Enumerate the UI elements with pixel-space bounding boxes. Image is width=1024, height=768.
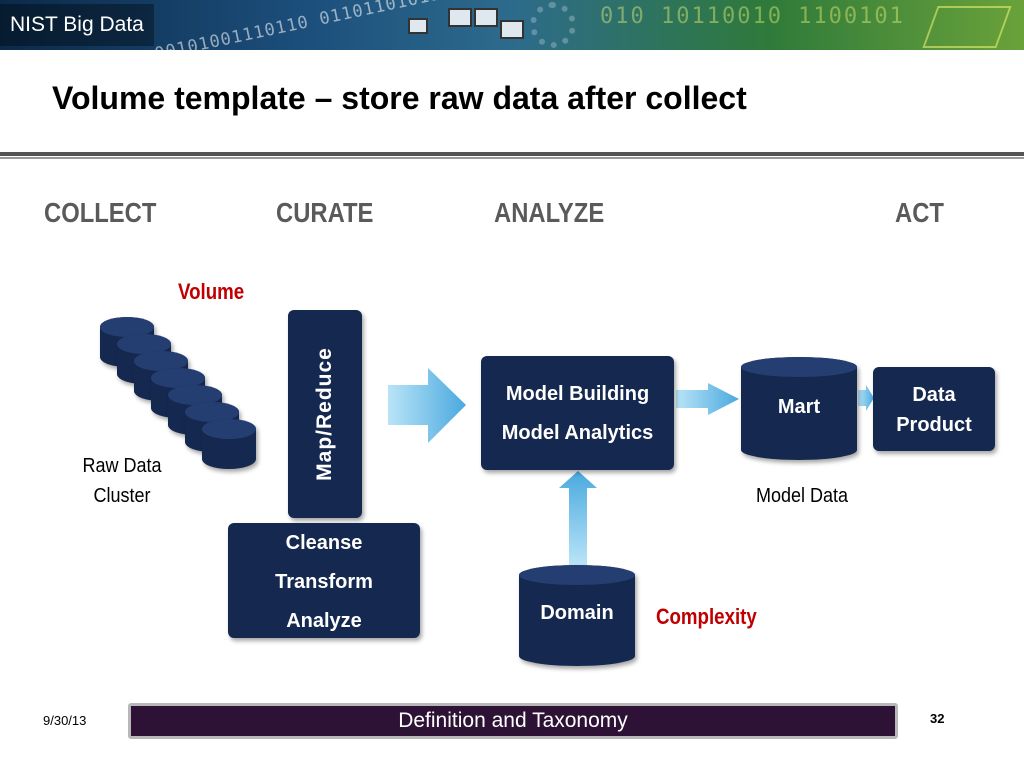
stage-act: ACT bbox=[895, 197, 944, 228]
transform-label: Transform bbox=[275, 571, 373, 593]
complexity-label: Complexity bbox=[656, 604, 757, 629]
model-analytics-label: Model Analytics bbox=[501, 422, 654, 444]
raw-data-cylinder bbox=[202, 419, 256, 469]
nist-big-data-logo: NIST Big Data bbox=[0, 4, 154, 46]
map-reduce-box: Map/Reduce bbox=[288, 310, 362, 518]
footer-date: 9/30/13 bbox=[43, 713, 87, 728]
map-reduce-label: Map/Reduce bbox=[313, 347, 336, 481]
stage-collect: COLLECT bbox=[44, 197, 157, 228]
mart-cylinder: Mart bbox=[741, 357, 857, 460]
arrow-to-data-product bbox=[858, 385, 874, 411]
page-number: 32 bbox=[930, 711, 945, 726]
footer-title-bar: Definition and Taxonomy bbox=[128, 703, 898, 739]
stage-curate: CURATE bbox=[276, 197, 374, 228]
arrow-domain-to-model bbox=[559, 471, 597, 565]
model-box: Model Building Model Analytics bbox=[481, 356, 674, 470]
cluster-line: Cluster bbox=[93, 485, 151, 507]
gear-icon bbox=[530, 2, 576, 48]
title-divider bbox=[0, 152, 1024, 156]
cleanse-label: Cleanse bbox=[285, 532, 363, 554]
stage-analyze: ANALYZE bbox=[494, 197, 605, 228]
computer-icon bbox=[448, 8, 472, 27]
arrow-to-model bbox=[388, 368, 466, 443]
analyze-label: Analyze bbox=[286, 610, 362, 632]
mart-label: Mart bbox=[777, 396, 821, 418]
domain-label: Domain bbox=[540, 602, 614, 624]
model-building-label: Model Building bbox=[505, 383, 650, 405]
domain-cylinder: Domain bbox=[519, 565, 635, 666]
data-label: Data bbox=[912, 384, 956, 406]
data-product-box: Data Product bbox=[873, 367, 995, 451]
slide-title: Volume template – store raw data after c… bbox=[52, 80, 747, 116]
cleanse-transform-analyze-box: Cleanse Transform Analyze bbox=[228, 523, 420, 638]
laptop-icon bbox=[500, 20, 524, 39]
volume-label: Volume bbox=[178, 279, 245, 304]
binary-pattern-right: 010 10110010 1100101 bbox=[600, 4, 905, 29]
title-divider-thin bbox=[0, 157, 1024, 159]
model-data-label: Model Data bbox=[755, 485, 849, 507]
product-label: Product bbox=[896, 414, 972, 436]
raw-data-cluster-label: Raw Data Cluster bbox=[68, 451, 176, 511]
tablet-icon bbox=[408, 18, 428, 34]
arrow-to-mart bbox=[676, 383, 739, 415]
raw-data-line: Raw Data bbox=[82, 455, 162, 477]
header-banner: 00101001110110 01101101011101 1110011010… bbox=[0, 0, 1024, 50]
computer-icon bbox=[474, 8, 498, 27]
